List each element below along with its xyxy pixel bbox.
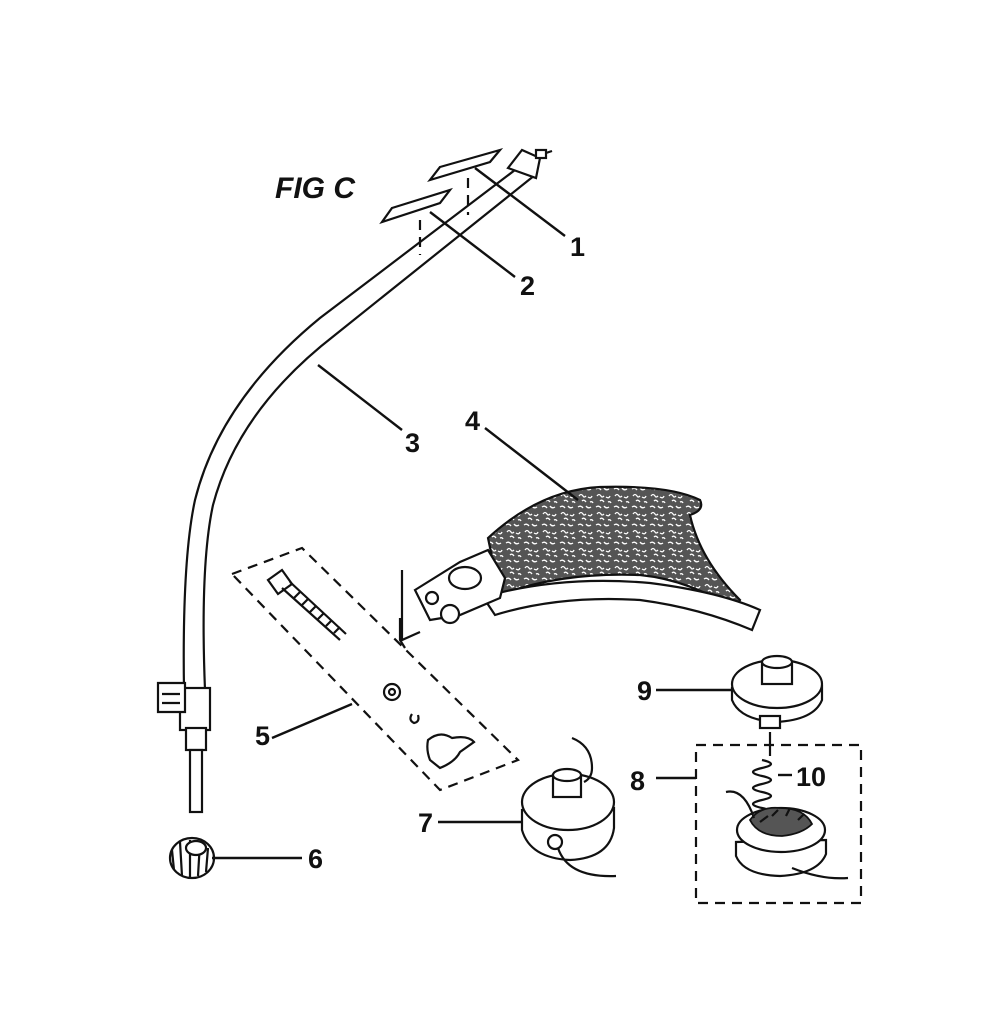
- callout-5: 5: [255, 721, 270, 751]
- hardware-kit-part-5: [230, 546, 520, 792]
- spool-cover-part-9: [730, 654, 824, 730]
- leader-lines: [212, 167, 792, 860]
- spool: [725, 790, 849, 880]
- callout-2: 2: [520, 271, 535, 301]
- callout-10: 10: [796, 762, 826, 792]
- shaft-part-3: [156, 148, 553, 814]
- figure-title: FIG C: [275, 172, 356, 205]
- trimmer-head-part-7: [520, 736, 617, 878]
- spool-assembly-part-8: [694, 732, 863, 905]
- lock-washer: [409, 713, 420, 725]
- callout-7: 7: [418, 808, 433, 838]
- wing-nut: [426, 733, 476, 770]
- callout-9: 9: [637, 676, 652, 706]
- callout-3: 3: [405, 428, 420, 458]
- callout-4: 4: [465, 406, 480, 436]
- decal-part-2: [379, 187, 453, 255]
- knob-nut-part-6: [168, 836, 216, 880]
- bolt: [266, 568, 347, 641]
- guard-part-4: [400, 485, 762, 642]
- callout-6: 6: [308, 844, 323, 874]
- decal-part-1: [427, 147, 504, 215]
- callout-8: 8: [630, 766, 645, 796]
- callout-1: 1: [570, 232, 585, 262]
- spring-part-10: [751, 732, 773, 818]
